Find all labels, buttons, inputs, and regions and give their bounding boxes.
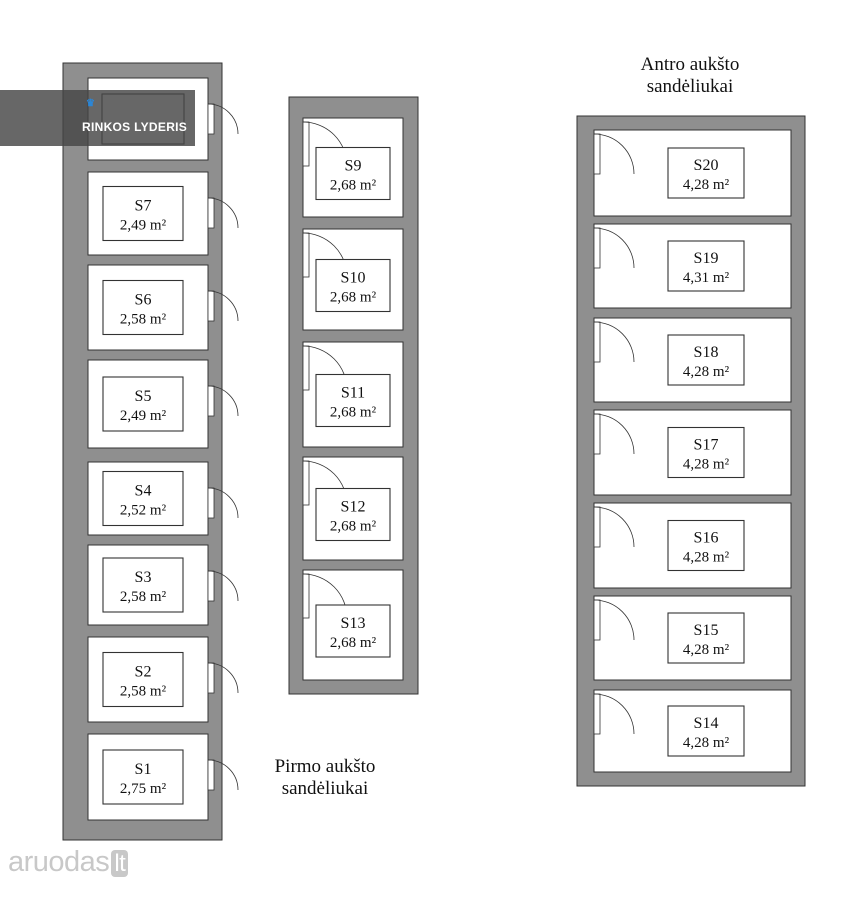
room-area: 2,58 m² (120, 684, 167, 700)
room-id: S15 (694, 622, 719, 639)
room-id: S20 (694, 157, 719, 174)
door-swing (207, 662, 239, 694)
room-area: 4,28 m² (683, 735, 730, 751)
agency-logo: ♛ RINKOS LYDERIS (0, 90, 195, 146)
door-swing (593, 413, 635, 455)
room-area: 4,28 m² (683, 457, 730, 473)
room-id: S10 (341, 270, 366, 287)
room-label-box (102, 470, 184, 527)
first-floor-caption-line1: Pirmo aukšto (274, 756, 376, 777)
logo-brand: RINKOS LYDERIS (82, 120, 188, 134)
room-area: 2,68 m² (330, 290, 377, 306)
room-id: S1 (135, 761, 152, 778)
room-area: 2,68 m² (330, 178, 377, 194)
room-id: S3 (135, 569, 152, 586)
room-id: S12 (341, 499, 366, 516)
door-swing (207, 197, 239, 229)
room-area: 2,52 m² (120, 503, 167, 519)
door-swing (207, 570, 239, 602)
first-floor-caption: Pirmo aukšto sandėliukai (250, 756, 400, 800)
room-label-box (102, 185, 184, 242)
door-swing (593, 693, 635, 735)
crown-icon: ♛ (86, 98, 95, 109)
watermark-name: aruodas (8, 846, 110, 878)
room-label-box (102, 376, 184, 432)
room-area: 4,31 m² (683, 270, 730, 286)
door-swing (593, 133, 635, 175)
room-area: 4,28 m² (683, 642, 730, 658)
second-floor-caption-line1: Antro aukšto (640, 54, 740, 75)
watermark-tld: lt (111, 850, 129, 877)
room-label-box (315, 258, 391, 313)
room-id: S19 (694, 250, 719, 267)
room-label-box (667, 612, 745, 664)
room-label-box (315, 146, 391, 201)
room-id: S13 (341, 615, 366, 632)
room-id: S9 (345, 158, 362, 175)
second-floor-caption-line2: sandėliukai (646, 76, 734, 97)
room-label-box (102, 557, 184, 613)
room-area: 2,58 m² (120, 589, 167, 605)
room-area: 2,68 m² (330, 519, 377, 535)
room-area: 4,28 m² (683, 550, 730, 566)
room-id: S5 (135, 388, 152, 405)
door-swing (593, 599, 635, 641)
door-swing (207, 103, 239, 135)
room-id: S16 (694, 530, 719, 547)
room-label-box (667, 240, 745, 292)
room-label-box (667, 426, 745, 479)
room-area: 2,75 m² (120, 781, 167, 797)
room-label-box (667, 519, 745, 572)
door-swing (207, 385, 239, 417)
room-area: 2,49 m² (120, 218, 167, 234)
room-label-box (667, 334, 745, 386)
room-area: 4,28 m² (683, 177, 730, 193)
door-swing (207, 290, 239, 322)
room-label-box (102, 749, 184, 805)
room-id: S14 (694, 715, 719, 732)
room-label-box (315, 487, 391, 542)
room-label-box (102, 279, 184, 336)
room-label-box (315, 604, 391, 658)
room-id: S2 (135, 664, 152, 681)
room-label-box (102, 651, 184, 708)
room-area: 2,58 m² (120, 312, 167, 328)
room-id: S7 (135, 198, 152, 215)
room-label-box (667, 147, 745, 199)
room-id: S18 (694, 344, 719, 361)
room-id: S4 (135, 483, 152, 500)
first-floor-caption-line2: sandėliukai (281, 778, 369, 799)
door-swing (593, 321, 635, 363)
room-label-box (667, 705, 745, 757)
door-swing (207, 487, 239, 519)
room-id: S6 (135, 292, 152, 309)
room-area: 4,28 m² (683, 364, 730, 380)
door-swing (593, 227, 635, 269)
room-area: 2,49 m² (120, 408, 167, 424)
door-swing (593, 506, 635, 548)
room-id: S17 (694, 437, 719, 454)
room-area: 2,68 m² (330, 635, 377, 651)
door-swing (207, 759, 239, 791)
room-id: S11 (341, 385, 365, 402)
room-area: 2,68 m² (330, 405, 377, 421)
room-label-box (315, 373, 391, 428)
second-floor-caption: Antro aukšto sandėliukai (615, 54, 765, 98)
